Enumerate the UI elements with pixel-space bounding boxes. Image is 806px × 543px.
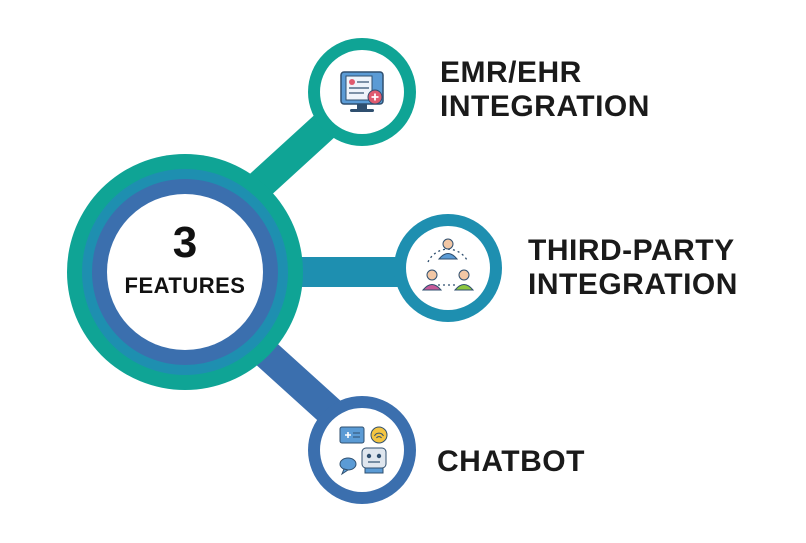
feature-label-emr-line1: EMR/EHR <box>440 56 582 89</box>
feature-label-emr: EMR/EHR INTEGRATION <box>440 56 650 124</box>
three-people-network-icon <box>421 238 475 291</box>
feature-node-chatbot <box>308 396 416 504</box>
feature-node-third-party <box>394 214 502 322</box>
hub-center <box>107 194 263 350</box>
feature-label-emr-line2: INTEGRATION <box>440 90 650 123</box>
hub-label: FEATURES <box>124 273 246 298</box>
feature-label-chatbot-line1: CHATBOT <box>437 445 585 478</box>
feature-label-chatbot: CHATBOT <box>437 445 585 479</box>
feature-label-third-party-line1: THIRD-PARTY <box>528 234 735 267</box>
monitor-medical-record-icon <box>340 71 384 112</box>
feature-label-third-party: THIRD-PARTY INTEGRATION <box>528 234 738 302</box>
feature-label-third-party-line2: INTEGRATION <box>528 268 738 301</box>
chatbot-robot-icon <box>339 426 388 476</box>
feature-node-emr <box>308 38 416 146</box>
hub-count: 3 <box>172 218 198 267</box>
